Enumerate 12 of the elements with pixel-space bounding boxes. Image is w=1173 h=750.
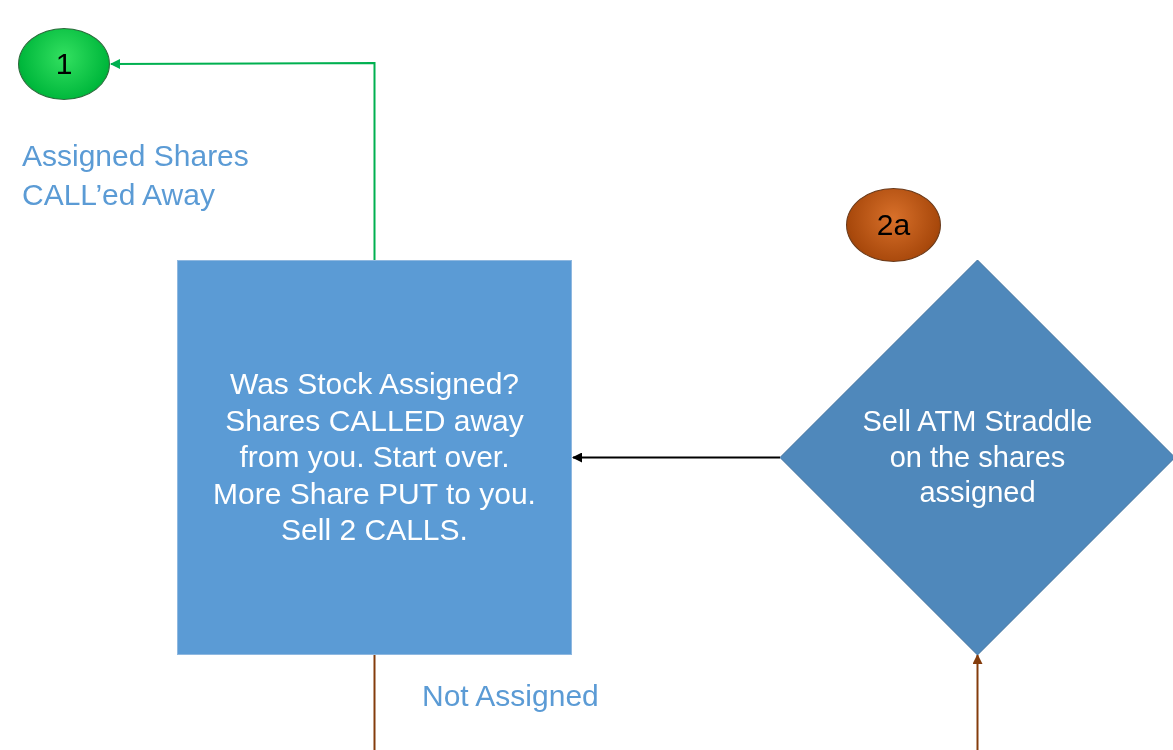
arrow <box>972 654 983 750</box>
node-text: Sell ATM Straddle on the shares assigned <box>861 404 1094 511</box>
edge-label: Not Assigned <box>422 678 600 714</box>
connector-line <box>373 654 376 750</box>
edge-label: Assigned Shares CALL’ed Away <box>22 138 250 213</box>
decision-diamond <box>780 260 1173 655</box>
node-text: Was Stock Assigned? Shares CALLED away from you. Start over. More Share PUT to you. Sell 2 CALLS. <box>212 366 537 549</box>
arrow <box>110 58 376 261</box>
process-box <box>177 260 572 655</box>
node-text: 1 <box>55 45 73 82</box>
node-text: 2a <box>876 206 911 243</box>
arrow <box>572 452 781 463</box>
